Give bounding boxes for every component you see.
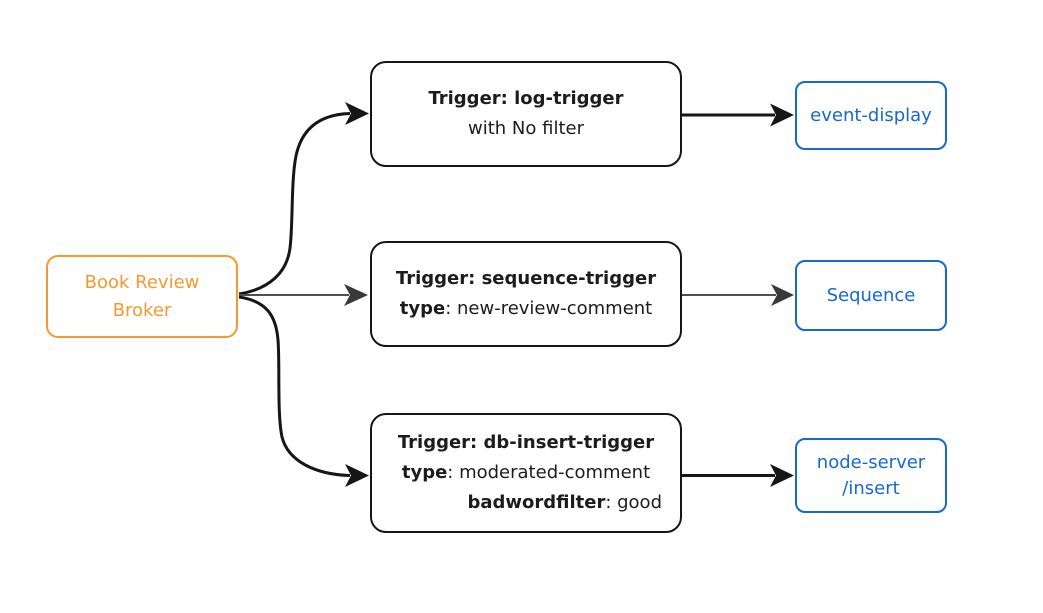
sink-node-server-label-line-2: /insert: [842, 477, 900, 499]
edge-broker-to-log-trigger: [238, 112, 351, 296]
trigger-db-badwordfilter: badwordfilter: good: [467, 488, 662, 518]
arrowhead-event-display: [770, 103, 794, 127]
trigger-db-badwordfilter-bold: badwordfilter: [467, 492, 606, 513]
edge-broker-to-db-insert-trigger: [238, 295, 351, 477]
broker-label-line-1: Book Review: [84, 271, 200, 293]
arrowhead-db-insert-trigger: [345, 464, 369, 487]
arrowhead-node-server: [770, 464, 794, 487]
broker-label-line-2: Broker: [112, 299, 172, 321]
sink-sequence-label: Sequence: [826, 284, 916, 306]
trigger-log-title-bold: Trigger: log-trigger: [428, 88, 624, 109]
node-trigger-log: Trigger: log-trigger with No filter: [370, 61, 682, 167]
arrowhead-sequence-trigger: [344, 284, 368, 306]
node-sink-sequence: Sequence: [795, 260, 947, 331]
node-sink-node-server: node-server /insert: [795, 438, 947, 513]
trigger-sequence-title-bold: Trigger: sequence-trigger: [395, 268, 657, 289]
trigger-log-filter: with No filter: [468, 114, 584, 144]
trigger-sequence-type-bold: type: [399, 298, 446, 319]
sink-node-server-label-line-1: node-server: [816, 451, 926, 473]
trigger-db-badwordfilter-rest: : good: [605, 492, 662, 513]
node-sink-event-display: event-display: [795, 81, 947, 150]
node-broker: Book Review Broker: [46, 255, 238, 338]
arrowhead-log-trigger: [345, 102, 369, 125]
trigger-sequence-type: type: new-review-comment: [400, 294, 652, 324]
trigger-db-type: type: moderated-comment: [402, 458, 650, 488]
trigger-db-title: Trigger: db-insert-trigger: [398, 428, 654, 458]
trigger-log-title: Trigger: log-trigger: [428, 84, 623, 114]
arrowhead-sequence: [771, 284, 794, 306]
trigger-sequence-title: Trigger: sequence-trigger: [396, 264, 656, 294]
node-trigger-sequence: Trigger: sequence-trigger type: new-revi…: [370, 241, 682, 347]
sink-event-display-label: event-display: [810, 104, 932, 126]
trigger-db-type-bold: type: [401, 462, 448, 483]
trigger-log-filter-rest: with No filter: [468, 118, 584, 139]
trigger-sequence-type-rest: : new-review-comment: [445, 298, 653, 319]
trigger-db-type-rest: : moderated-comment: [447, 462, 651, 483]
trigger-db-title-bold: Trigger: db-insert-trigger: [397, 432, 655, 453]
node-trigger-db-insert: Trigger: db-insert-trigger type: moderat…: [370, 413, 682, 533]
